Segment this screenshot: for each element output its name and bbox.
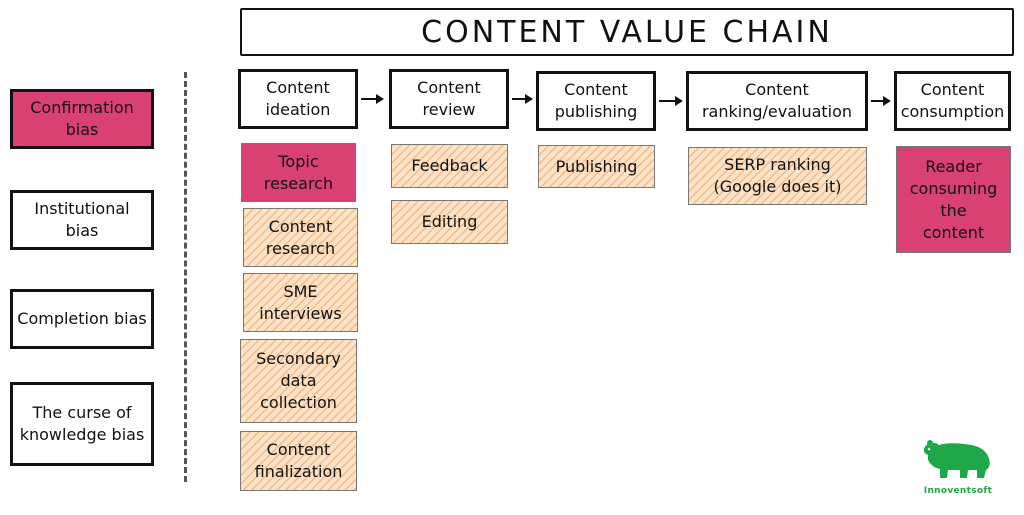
dashed-divider	[184, 72, 187, 482]
stage-content-publishing: Content publishing	[536, 71, 656, 131]
bias-curse-of-knowledge: The curse of knowledge bias	[10, 382, 154, 466]
task-publishing: Publishing	[538, 145, 655, 188]
bear-icon	[924, 440, 990, 478]
task-reader-consuming-content: Reader consuming the content	[896, 146, 1011, 253]
task-sme-interviews: SME interviews	[243, 273, 358, 332]
stage-content-consumption: Content consumption	[894, 71, 1011, 131]
stage-content-ideation: Content ideation	[238, 69, 358, 129]
brand-name: Innoventsoft	[923, 486, 993, 496]
bias-confirmation: Confirmation bias	[10, 89, 154, 149]
bias-completion: Completion bias	[10, 289, 154, 349]
task-feedback: Feedback	[391, 144, 508, 188]
task-editing: Editing	[391, 200, 508, 244]
task-content-finalization: Content finalization	[240, 431, 357, 491]
brand-logo: Innoventsoft	[918, 434, 998, 498]
task-secondary-data-collection: Secondary data collection	[240, 339, 357, 423]
task-serp-ranking: SERP ranking (Google does it)	[688, 147, 867, 205]
task-content-research: Content research	[243, 208, 358, 267]
task-topic-research: Topic research	[241, 143, 356, 202]
page-title: CONTENT VALUE CHAIN	[240, 8, 1014, 56]
bias-institutional: Institutional bias	[10, 190, 154, 250]
stage-content-review: Content review	[389, 69, 509, 129]
stage-content-ranking-evaluation: Content ranking/evaluation	[686, 71, 868, 131]
